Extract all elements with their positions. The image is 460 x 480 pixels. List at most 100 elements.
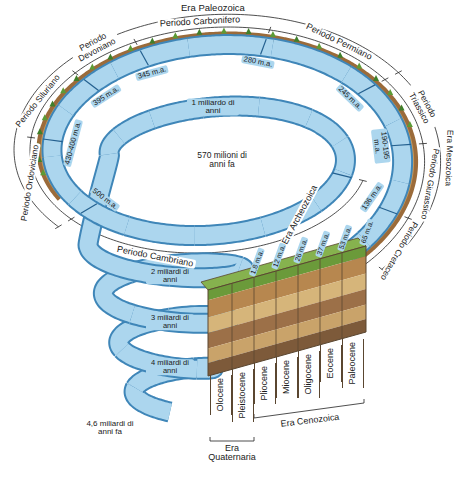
tree-icon [399,104,405,110]
era-bracket [210,437,254,441]
band-tick [358,85,375,94]
band-water [309,119,340,142]
band-tick [81,204,97,214]
period-tick [134,39,137,45]
band-water [393,122,403,182]
tree-icon [316,43,322,49]
band-water [75,198,127,226]
tree-icon [149,38,155,44]
band-water [195,227,263,236]
band-water [316,172,343,203]
epoch-cell: Pliocene [254,363,276,404]
date-label: 4 miliardi di anni [146,359,194,375]
tree-icon [89,64,95,70]
period-tick [27,137,35,138]
epoch-divider [342,253,343,339]
band-tick [261,39,267,54]
tree-icon [50,101,56,107]
band-edge [134,388,170,412]
period-tick [68,217,74,221]
band-water [340,142,346,173]
tree-icon [42,114,48,120]
band-edge [316,172,343,203]
band-water [119,119,152,136]
period-name: Periodo Ordoviciano [19,143,40,224]
band-water [127,226,195,236]
epoch-divider [320,259,321,345]
band-edge [309,119,340,142]
date-label: 190-195 m.a. [371,129,391,165]
tree-icon [246,28,252,34]
band-water [52,110,66,156]
band-water [134,388,170,412]
tree-icon [60,87,66,93]
time-brackets [14,14,441,271]
tree-icon [356,63,362,69]
era-name: Era Quaternaria [202,444,262,463]
tree-icon [270,31,276,37]
band-edge [195,227,263,236]
period-tick [269,27,271,33]
tree-icon [221,27,227,33]
epoch-name: Pliocene [260,366,270,401]
epoch-cell: Paleocene [342,339,364,388]
band-water [109,137,119,155]
front-slab [201,238,366,441]
band-water [189,45,273,49]
epoch-divider [298,265,299,351]
epoch-divider [232,283,233,369]
band-tick [379,207,397,214]
tree-icon [337,52,343,58]
date-label: 1 miliardo di anni [187,99,239,116]
band-edge [259,107,309,119]
spiral-band [43,39,411,412]
era-name: Era Paleozoica [179,3,247,13]
era-bracket [254,399,364,418]
band-water [115,47,189,70]
epoch-name: Miocene [282,360,292,394]
band-edge [127,226,195,236]
epoch-name: Paleocene [348,342,358,385]
band-edge [109,137,119,155]
band-water [272,48,346,74]
period-tick [382,78,389,82]
epoch-name: Eocene [326,348,336,379]
band-tick [43,139,63,142]
date-label: 2 miliardi di anni [146,268,194,284]
epoch-cell: Miocene [276,357,298,398]
epoch-name: Olocene [216,378,226,412]
tree-icon [196,29,202,35]
period-tick [359,180,367,182]
band-edge [393,122,403,182]
period-tick [405,217,412,220]
band-edge [52,110,66,156]
era-arc [14,14,398,226]
tree-icon [37,128,43,134]
tree-icon [107,53,113,59]
epoch-cell: Eocene [320,345,342,382]
date-label: 4,6 miliardi di anni fa [78,420,142,437]
tree-icon [373,75,379,81]
band-edge [272,48,346,74]
tree-icon [73,75,79,81]
tree-icon [172,32,178,38]
tree-icon [128,45,134,51]
tree-icon [294,36,300,42]
band-edge [189,45,273,49]
epoch-cell: Oligocene [298,351,320,398]
era-name: Era Cenozoica [278,412,342,429]
band-tick [391,144,411,145]
period-tick [419,143,427,145]
epoch-cell: Pleistocene [232,369,254,422]
band-water [259,107,309,119]
epoch-divider [276,271,277,357]
band-edge [119,119,152,136]
tree-icon [387,89,393,95]
epoch-cell: Olocene [210,375,232,415]
period-tick [72,71,78,75]
date-label: 3 miliardi di anni [146,314,194,330]
era-name: Era Mesozoica [443,128,454,188]
epoch-divider [254,277,255,363]
band-tick [84,80,99,91]
